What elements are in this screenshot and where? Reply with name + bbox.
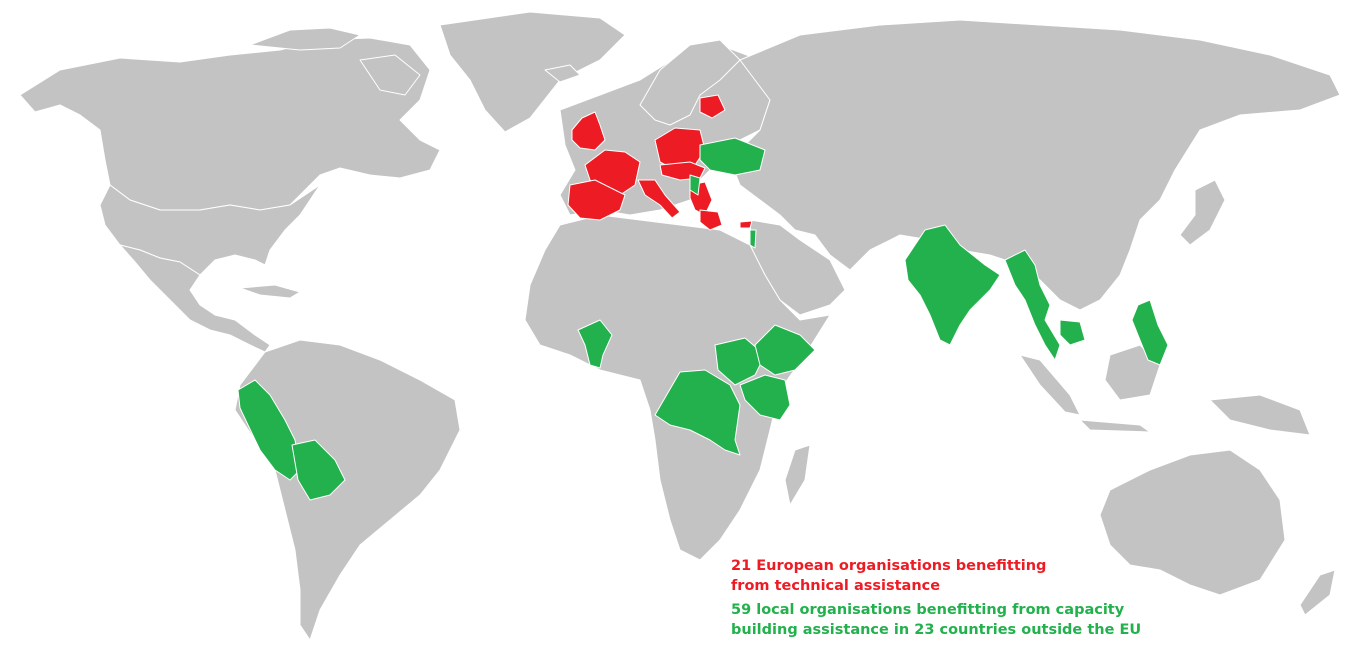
legend-technical-assistance: 21 European organisations benefitting fr… xyxy=(731,556,1141,596)
legend: 21 European organisations benefitting fr… xyxy=(731,556,1141,640)
legend-green-line-1: 59 local organisations benefitting from … xyxy=(731,602,1125,618)
cyprus xyxy=(739,220,753,229)
caribbean xyxy=(239,284,301,299)
south-sudan-uganda xyxy=(714,337,766,386)
iceland xyxy=(544,64,581,83)
ukraine xyxy=(699,137,766,176)
uk-ireland xyxy=(571,111,606,151)
philippines xyxy=(1131,299,1169,366)
central-africa xyxy=(654,369,741,456)
legend-capacity-building: 59 local organisations benefitting from … xyxy=(731,600,1141,640)
baltic xyxy=(699,94,726,119)
cambodia xyxy=(1059,319,1086,346)
west-africa xyxy=(577,319,613,369)
new-guinea xyxy=(1209,394,1311,436)
myanmar-thailand xyxy=(1004,249,1061,361)
legend-green-line-2: building assistance in 23 countries outs… xyxy=(731,622,1142,638)
israel-palestine xyxy=(749,229,757,249)
spain-portugal xyxy=(567,179,626,221)
india xyxy=(904,224,1001,346)
java xyxy=(1079,419,1151,433)
legend-red-line-2: from technical assistance xyxy=(731,578,941,594)
ethiopia xyxy=(754,324,816,376)
greenland xyxy=(439,11,626,133)
italy xyxy=(637,179,681,219)
borneo xyxy=(1104,344,1161,401)
russia-asia xyxy=(729,19,1341,311)
greece xyxy=(699,209,723,231)
new-zealand xyxy=(1299,569,1336,616)
scandinavia xyxy=(639,39,741,126)
kenya-tanzania xyxy=(739,374,791,421)
balkan-green xyxy=(689,174,701,196)
sumatra xyxy=(1019,354,1081,416)
mexico-central-america xyxy=(119,244,271,353)
ecuador-peru xyxy=(237,379,301,481)
legend-red-line-1: 21 European organisations benefitting xyxy=(731,558,1047,574)
madagascar xyxy=(784,444,811,506)
japan xyxy=(1179,179,1226,246)
australia xyxy=(1099,449,1286,596)
arctic-islands xyxy=(249,27,361,51)
bolivia xyxy=(291,439,346,501)
south-america xyxy=(234,339,461,641)
baffin-island xyxy=(359,54,421,96)
